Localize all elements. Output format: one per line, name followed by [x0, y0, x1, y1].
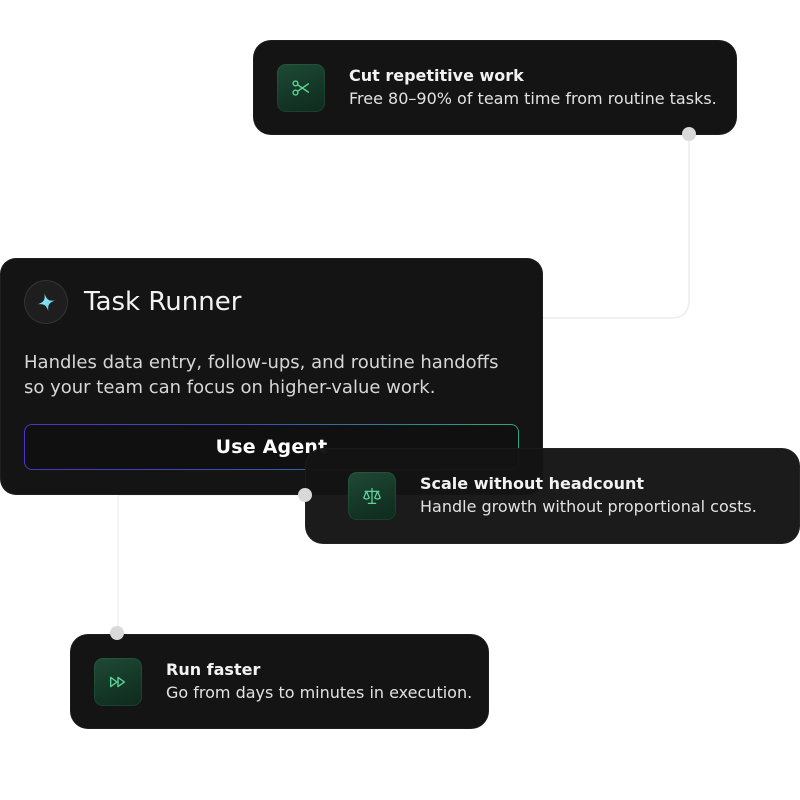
agent-card: Task Runner Handles data entry, follow-u… [0, 258, 543, 495]
benefit-description: Handle growth without proportional costs… [420, 497, 757, 516]
connector-dot [682, 127, 696, 141]
connector-top [543, 134, 690, 319]
benefit-card-scale-without-headcount: Scale without headcount Handle growth wi… [305, 448, 800, 544]
benefit-title: Run faster [166, 659, 261, 679]
benefit-card-cut-repetitive-work: Cut repetitive work Free 80–90% of team … [253, 40, 737, 135]
benefit-description: Go from days to minutes in execution. [166, 682, 473, 702]
scissors-icon [277, 63, 325, 112]
benefit-title: Cut repetitive work [349, 65, 524, 85]
benefit-card-run-faster: Run faster Go from days to minutes in ex… [70, 634, 489, 729]
benefit-title: Scale without headcount [420, 474, 645, 493]
connector-dot [110, 626, 124, 640]
scale-icon [348, 472, 396, 520]
benefit-description: Free 80–90% of team time from routine ta… [349, 88, 717, 108]
connector-dot [298, 488, 312, 502]
agent-name: Task Runner [84, 287, 242, 317]
fast-forward-icon [94, 657, 142, 706]
sparkle-icon [24, 280, 68, 324]
connector-bottom [117, 494, 305, 632]
agent-description: Handles data entry, follow-ups, and rout… [24, 352, 499, 398]
